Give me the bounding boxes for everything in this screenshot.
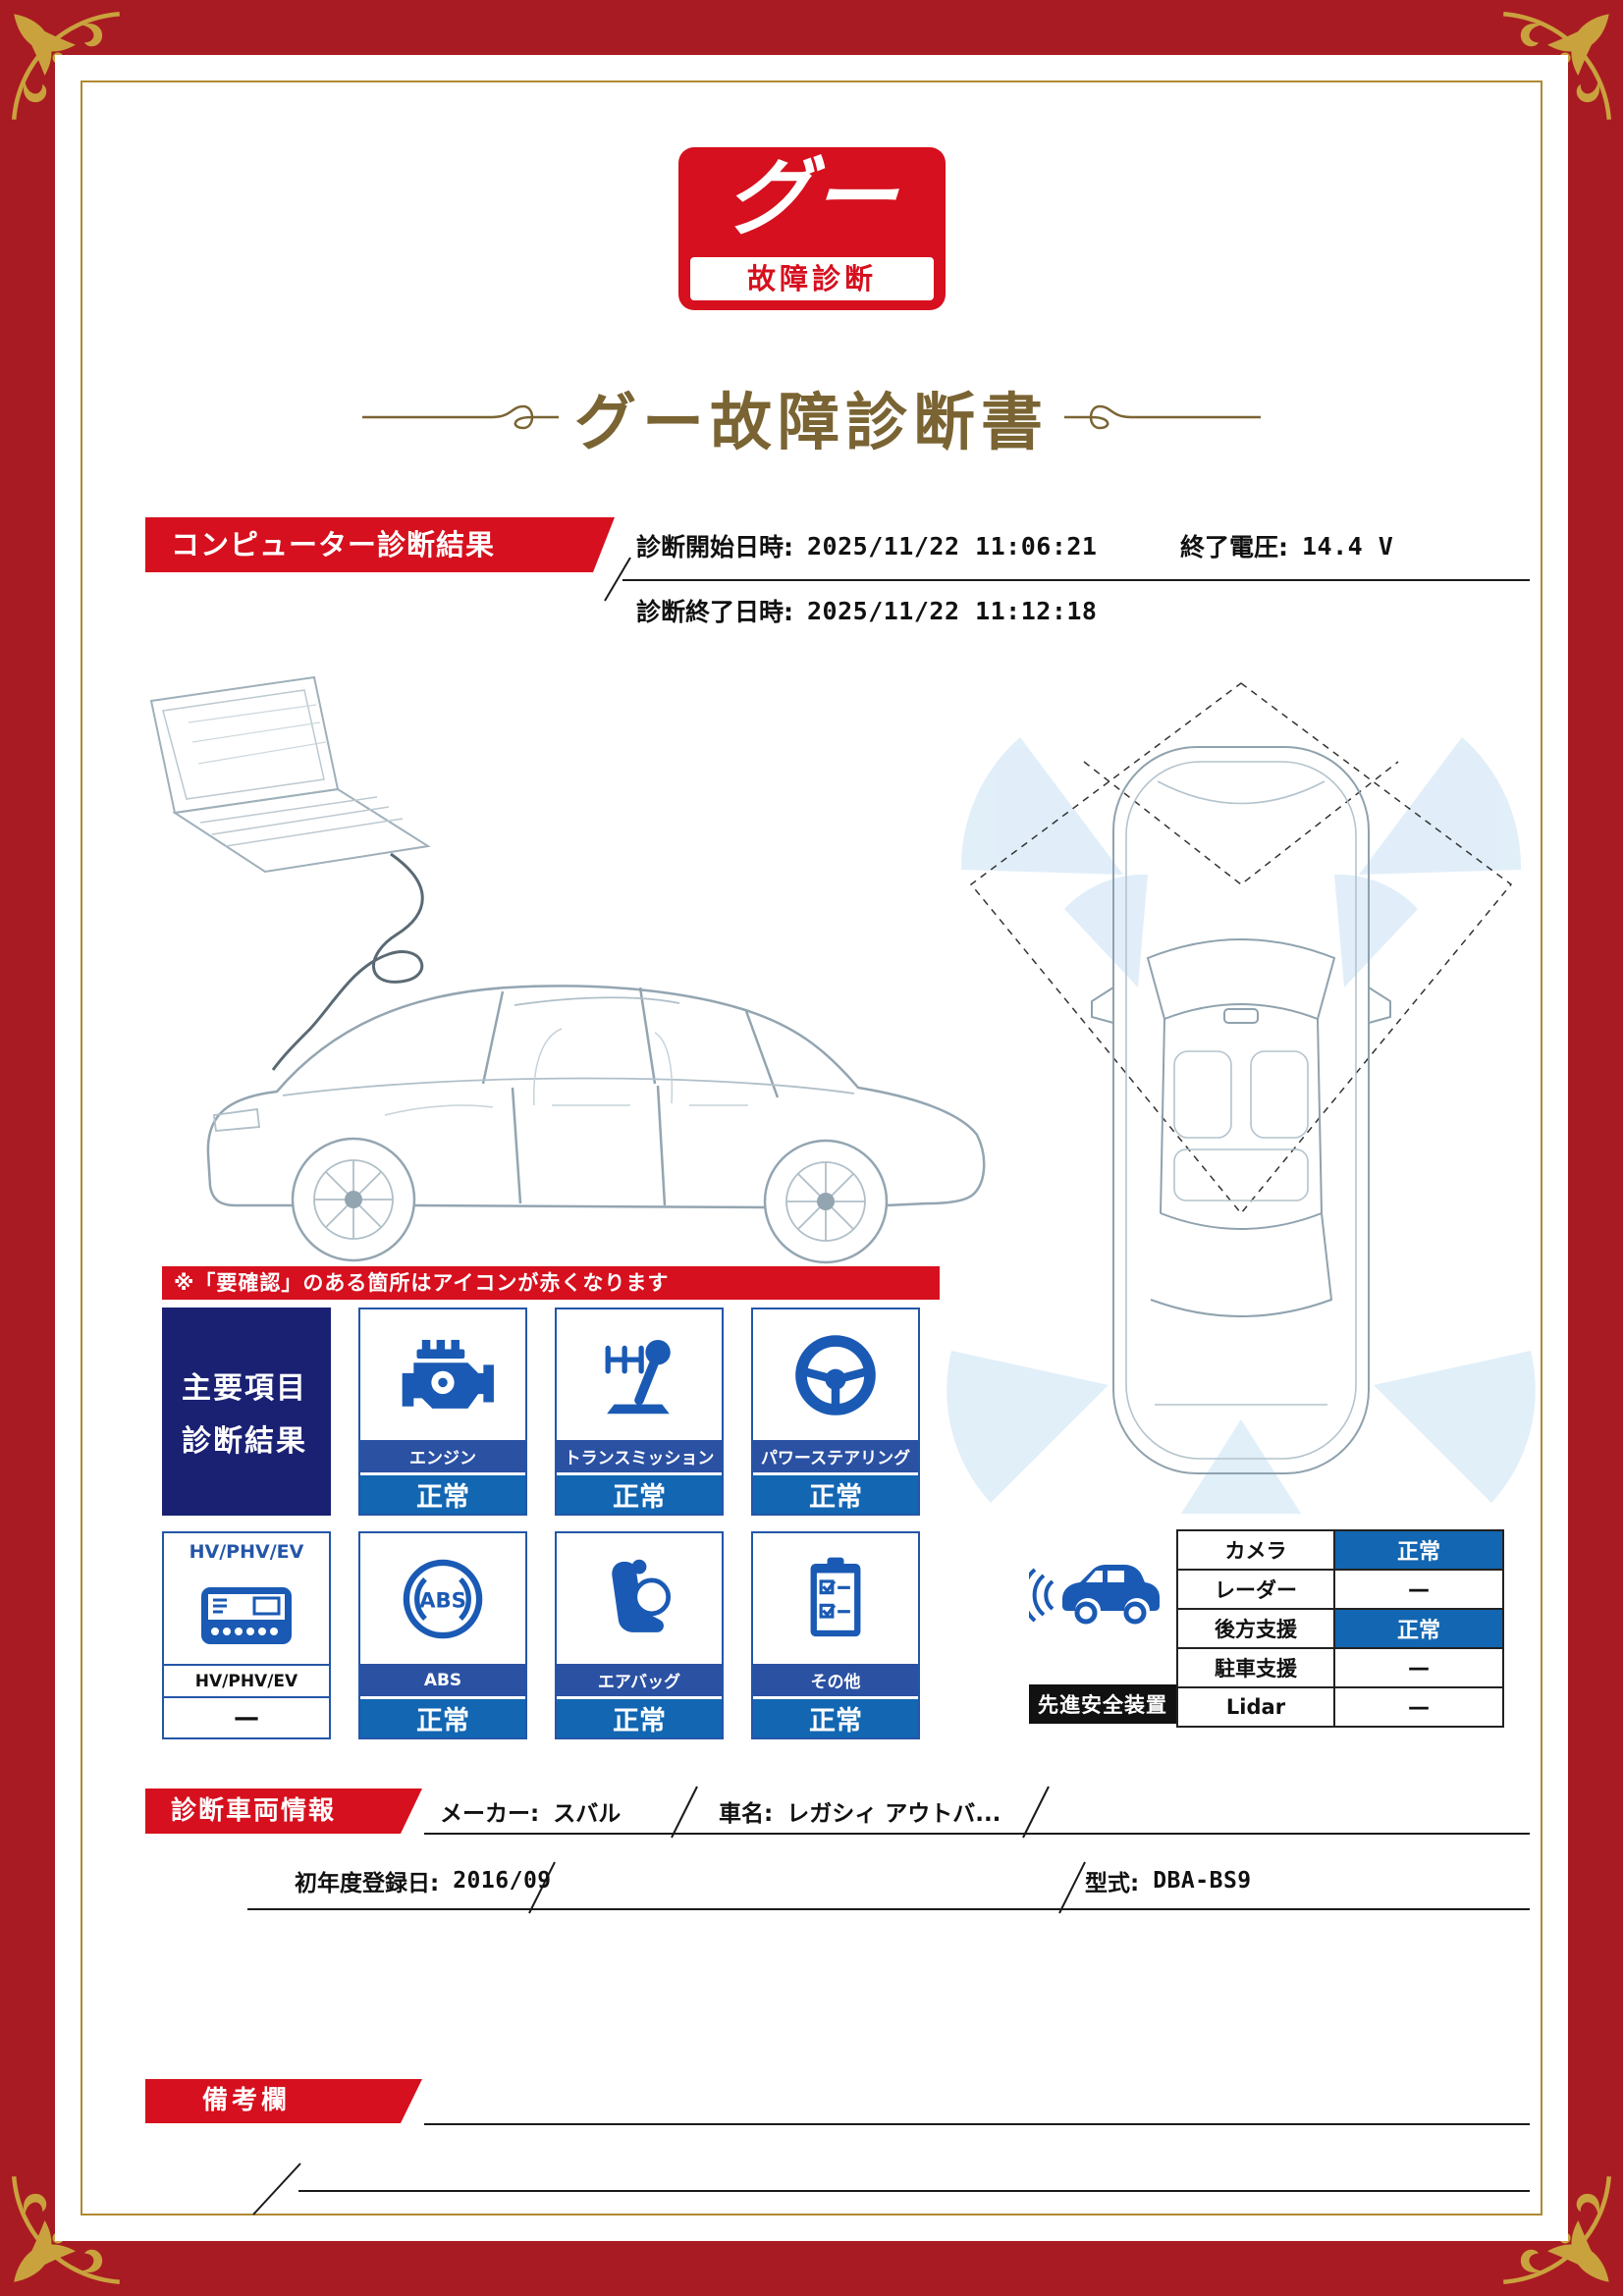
diagnostic-laptop-car-illustration	[149, 675, 986, 1264]
main-results-header-line2: 診断結果	[182, 1424, 307, 1459]
report-title-row: グー故障診断書	[55, 379, 1568, 458]
maker-value: スバル	[553, 1801, 622, 1827]
table-row: カメラ 正常	[1178, 1531, 1504, 1571]
steering-wheel-icon	[753, 1309, 918, 1440]
safety-label: 駐車支援	[1178, 1649, 1335, 1688]
diagnosis-cell-abs: ABS ABS 正常	[358, 1531, 527, 1739]
safety-status: —	[1335, 1649, 1504, 1688]
diagnosis-status: 正常	[557, 1696, 722, 1737]
computer-diagnosis-banner: コンピューター診断結果	[145, 517, 615, 572]
end-time-label: 診断終了日時:	[636, 598, 793, 626]
table-row: Lidar —	[1178, 1688, 1504, 1728]
safety-status: 正常	[1335, 1531, 1504, 1571]
car-name-value: レガシィ アウトバ...	[786, 1801, 1001, 1827]
maker-label: メーカー:	[440, 1801, 540, 1827]
maker-row: メーカー: スバル	[440, 1791, 621, 1831]
remarks-banner: 備考欄	[145, 2079, 422, 2123]
safety-status: —	[1335, 1688, 1504, 1728]
diagnosis-cell-airbag: エアバッグ 正常	[555, 1531, 724, 1739]
diagnosis-cell-hv: HV/PHV/EV HV/PHV/EV —	[162, 1531, 331, 1739]
flourish-left-icon	[362, 404, 559, 430]
hv-top-label: HV/PHV/EV	[189, 1541, 304, 1563]
diagnosis-cell-other: その他 正常	[751, 1531, 920, 1739]
main-results-header-line1: 主要項目	[182, 1371, 307, 1406]
model-value: DBA-BS9	[1153, 1868, 1252, 1894]
diagnosis-label: パワーステアリング	[753, 1440, 918, 1472]
diagnosis-status: 正常	[360, 1696, 525, 1737]
engine-icon	[360, 1309, 525, 1440]
safety-label: レーダー	[1178, 1571, 1335, 1610]
svg-text:ABS: ABS	[419, 1587, 466, 1612]
model-row: 型式: DBA-BS9	[1085, 1861, 1252, 1900]
vehicle-info-banner: 診断車両情報	[145, 1789, 422, 1834]
flourish-right-icon	[1064, 404, 1261, 430]
table-row: レーダー —	[1178, 1571, 1504, 1610]
safety-car-icon	[1020, 1529, 1176, 1730]
report-title: グー故障診断書	[574, 386, 1049, 458]
car-name-row: 車名: レガシィ アウトバ...	[719, 1791, 1001, 1831]
table-row: 駐車支援 —	[1178, 1649, 1504, 1688]
voltage-row: 終了電圧: 14.4 V	[1180, 526, 1393, 565]
goo-logo: グー 故障診断	[678, 147, 946, 310]
diagnosis-cell-transmission: トランスミッション 正常	[555, 1308, 724, 1516]
diagnosis-status: 正常	[753, 1472, 918, 1514]
diagnosis-label: エアバッグ	[557, 1664, 722, 1696]
voltage-value: 14.4 V	[1302, 531, 1394, 561]
safety-devices-panel: 先進安全装置 カメラ 正常 レーダー — 後方支援 正常 駐車支援 —	[1020, 1529, 1506, 1730]
diagnosis-end-row: 診断終了日時: 2025/11/22 11:12:18	[636, 591, 1097, 630]
diagnosis-label: HV/PHV/EV	[164, 1664, 329, 1696]
registration-label: 初年度登録日:	[295, 1871, 440, 1896]
abs-icon: ABS	[360, 1533, 525, 1664]
registration-value: 2016/09	[453, 1868, 552, 1894]
diagnosis-cell-power-steering: パワーステアリング 正常	[751, 1308, 920, 1516]
registration-row: 初年度登録日: 2016/09	[295, 1861, 552, 1900]
diagnosis-label: その他	[753, 1664, 918, 1696]
safety-table: カメラ 正常 レーダー — 後方支援 正常 駐車支援 — Lidar —	[1176, 1529, 1504, 1728]
red-icon-notice: ※「要確認」のある箇所はアイコンが赤くなります	[162, 1266, 940, 1300]
table-row: 後方支援 正常	[1178, 1610, 1504, 1649]
diagnosis-label: エンジン	[360, 1440, 525, 1472]
car-name-label: 車名:	[719, 1801, 774, 1827]
diagnosis-status: 正常	[360, 1472, 525, 1514]
safety-label: 後方支援	[1178, 1610, 1335, 1649]
corner-ornament-icon	[12, 12, 120, 120]
diagnosis-status: 正常	[557, 1472, 722, 1514]
logo-brand-text: グー	[722, 149, 902, 247]
main-results-header: 主要項目 診断結果	[162, 1308, 331, 1516]
document-sheet: グー 故障診断 グー故障診断書 コンピューター診断結果 診断開始日時: 2025…	[55, 55, 1568, 2241]
diagnosis-label: ABS	[360, 1664, 525, 1696]
model-label: 型式:	[1085, 1871, 1140, 1896]
safety-caption: 先進安全装置	[1029, 1684, 1176, 1724]
diagnosis-label: トランスミッション	[557, 1440, 722, 1472]
transmission-icon	[557, 1309, 722, 1440]
car-top-view-sensors-illustration	[947, 682, 1536, 1514]
hv-battery-icon	[164, 1567, 329, 1664]
safety-label: カメラ	[1178, 1531, 1335, 1571]
airbag-icon	[557, 1533, 722, 1664]
corner-ornament-icon	[1503, 2176, 1611, 2284]
safety-label: Lidar	[1178, 1688, 1335, 1728]
checklist-icon	[753, 1533, 918, 1664]
end-time-value: 2025/11/22 11:12:18	[807, 596, 1098, 625]
diagnosis-status: 正常	[753, 1696, 918, 1737]
start-time-value: 2025/11/22 11:06:21	[807, 531, 1098, 561]
logo-subtitle: 故障診断	[690, 257, 934, 300]
voltage-label: 終了電圧:	[1180, 533, 1288, 561]
diagnosis-start-row: 診断開始日時: 2025/11/22 11:06:21	[636, 526, 1097, 565]
safety-status: —	[1335, 1571, 1504, 1610]
safety-status: 正常	[1335, 1610, 1504, 1649]
diagnosis-status: —	[164, 1696, 329, 1737]
diagnosis-cell-engine: エンジン 正常	[358, 1308, 527, 1516]
start-time-label: 診断開始日時:	[636, 533, 793, 561]
